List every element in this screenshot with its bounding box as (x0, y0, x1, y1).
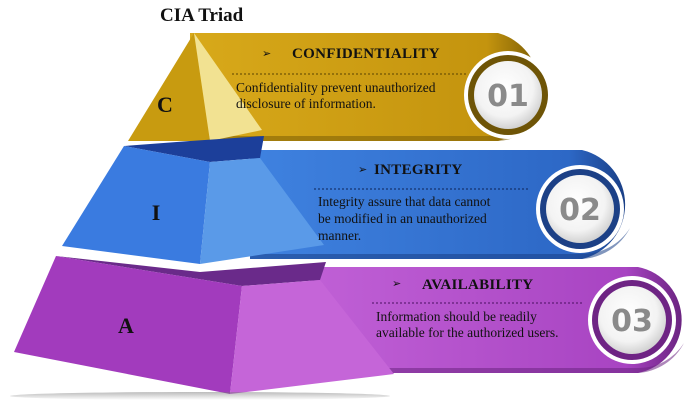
number-disc-01 (474, 61, 542, 129)
desc-availability-line1: Information should be readily (376, 309, 537, 324)
desc-availability-line2: available for the authorized users. (376, 325, 559, 340)
integrity-band: 02 (250, 150, 630, 259)
desc-confidentiality-line2: disclosure of information. (236, 96, 376, 111)
pyramid-tier-a (14, 256, 394, 394)
heading-integrity: INTEGRITY (374, 162, 463, 178)
arrow-icon: ➢ (392, 278, 401, 290)
heading-availability: AVAILABILITY (422, 277, 533, 293)
letter-a: A (118, 313, 134, 338)
arrow-icon: ➢ (358, 164, 367, 176)
diagram-title: CIA Triad (160, 5, 244, 26)
desc-integrity-line1: Integrity assure that data cannot (318, 194, 491, 209)
confidentiality-band: 01 (190, 33, 552, 141)
letter-c: C (157, 92, 173, 117)
tier-number-02: 02 (559, 193, 601, 228)
letter-i: I (152, 200, 161, 225)
desc-confidentiality-line1: Confidentiality prevent unauthorized (236, 80, 436, 95)
tier-number-03: 03 (611, 304, 653, 339)
pyramid-shadow (10, 392, 390, 400)
tier-number-01: 01 (487, 79, 529, 114)
arrow-icon: ➢ (262, 48, 271, 60)
number-disc-02 (546, 175, 614, 243)
pyramid-tier-i (62, 136, 324, 264)
desc-integrity-line3: manner. (318, 228, 361, 243)
heading-confidentiality: CONFIDENTIALITY (292, 46, 440, 62)
desc-integrity-line2: be modified in an unauthorized (318, 211, 487, 226)
number-disc-03 (598, 286, 666, 354)
pyramid-tier-c (128, 33, 262, 141)
